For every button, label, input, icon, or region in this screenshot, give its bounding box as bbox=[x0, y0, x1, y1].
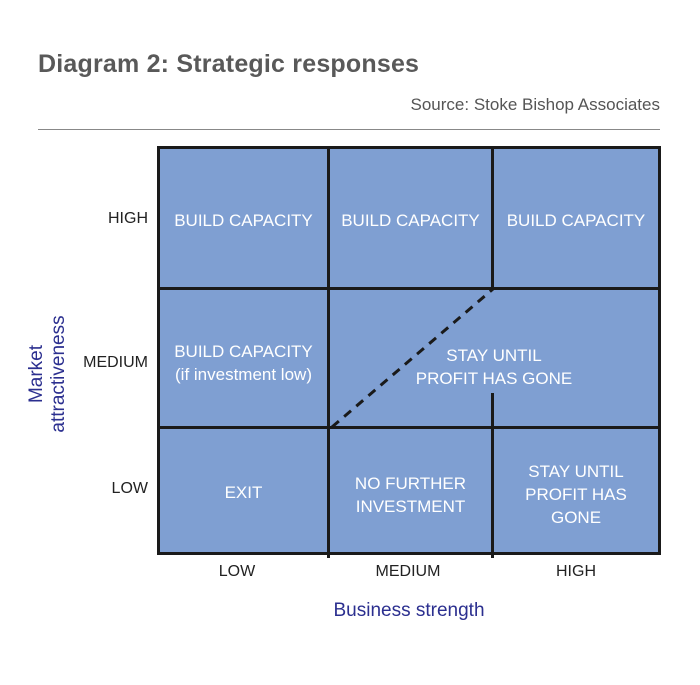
row-label-medium: MEDIUM bbox=[83, 354, 148, 371]
grid-line-high-medium bbox=[160, 287, 658, 290]
cell-low-low: EXIT bbox=[224, 483, 263, 502]
grid-line-medium-low bbox=[160, 426, 658, 429]
header-divider bbox=[38, 129, 660, 130]
col-label-high: HIGH bbox=[556, 563, 596, 580]
cell-medium-merged-line1: STAY UNTIL bbox=[446, 346, 542, 365]
strategy-matrix: BUILD CAPACITY BUILD CAPACITY BUILD CAPA… bbox=[157, 146, 661, 558]
grid-line-medium-high-top bbox=[491, 149, 494, 289]
cell-high-low: BUILD CAPACITY bbox=[174, 211, 313, 230]
grid-line-low-medium bbox=[327, 149, 330, 558]
row-label-low: LOW bbox=[111, 480, 148, 497]
grid-line-medium-high-bottom bbox=[491, 393, 494, 558]
cell-high-high: BUILD CAPACITY bbox=[506, 211, 646, 230]
cell-low-medium-line2: INVESTMENT bbox=[355, 497, 466, 516]
col-label-low: LOW bbox=[218, 563, 256, 580]
cell-low-high-line2: PROFIT HAS bbox=[525, 485, 627, 504]
cell-medium-low-line1: BUILD CAPACITY bbox=[174, 342, 313, 361]
dashed-diagonal bbox=[331, 287, 494, 429]
y-axis-label: Market attractiveness bbox=[26, 315, 69, 433]
cell-low-high-line1: STAY UNTIL bbox=[528, 462, 624, 481]
x-axis-label: Business strength bbox=[333, 600, 485, 621]
cell-medium-merged-line2: PROFIT HAS GONE bbox=[415, 369, 573, 388]
diagram-title: Diagram 2: Strategic responses bbox=[38, 50, 420, 78]
cell-high-medium: BUILD CAPACITY bbox=[341, 211, 480, 230]
cell-low-high-line3: GONE bbox=[550, 508, 602, 527]
row-label-high: HIGH bbox=[108, 210, 148, 227]
cell-medium-low-line2: (if investment low) bbox=[175, 365, 312, 384]
cell-low-medium-line1: NO FURTHER bbox=[354, 474, 467, 493]
source-note: Source: Stoke Bishop Associates bbox=[410, 95, 660, 114]
col-label-medium: MEDIUM bbox=[375, 563, 441, 580]
dashed-boundary-line bbox=[331, 287, 494, 429]
